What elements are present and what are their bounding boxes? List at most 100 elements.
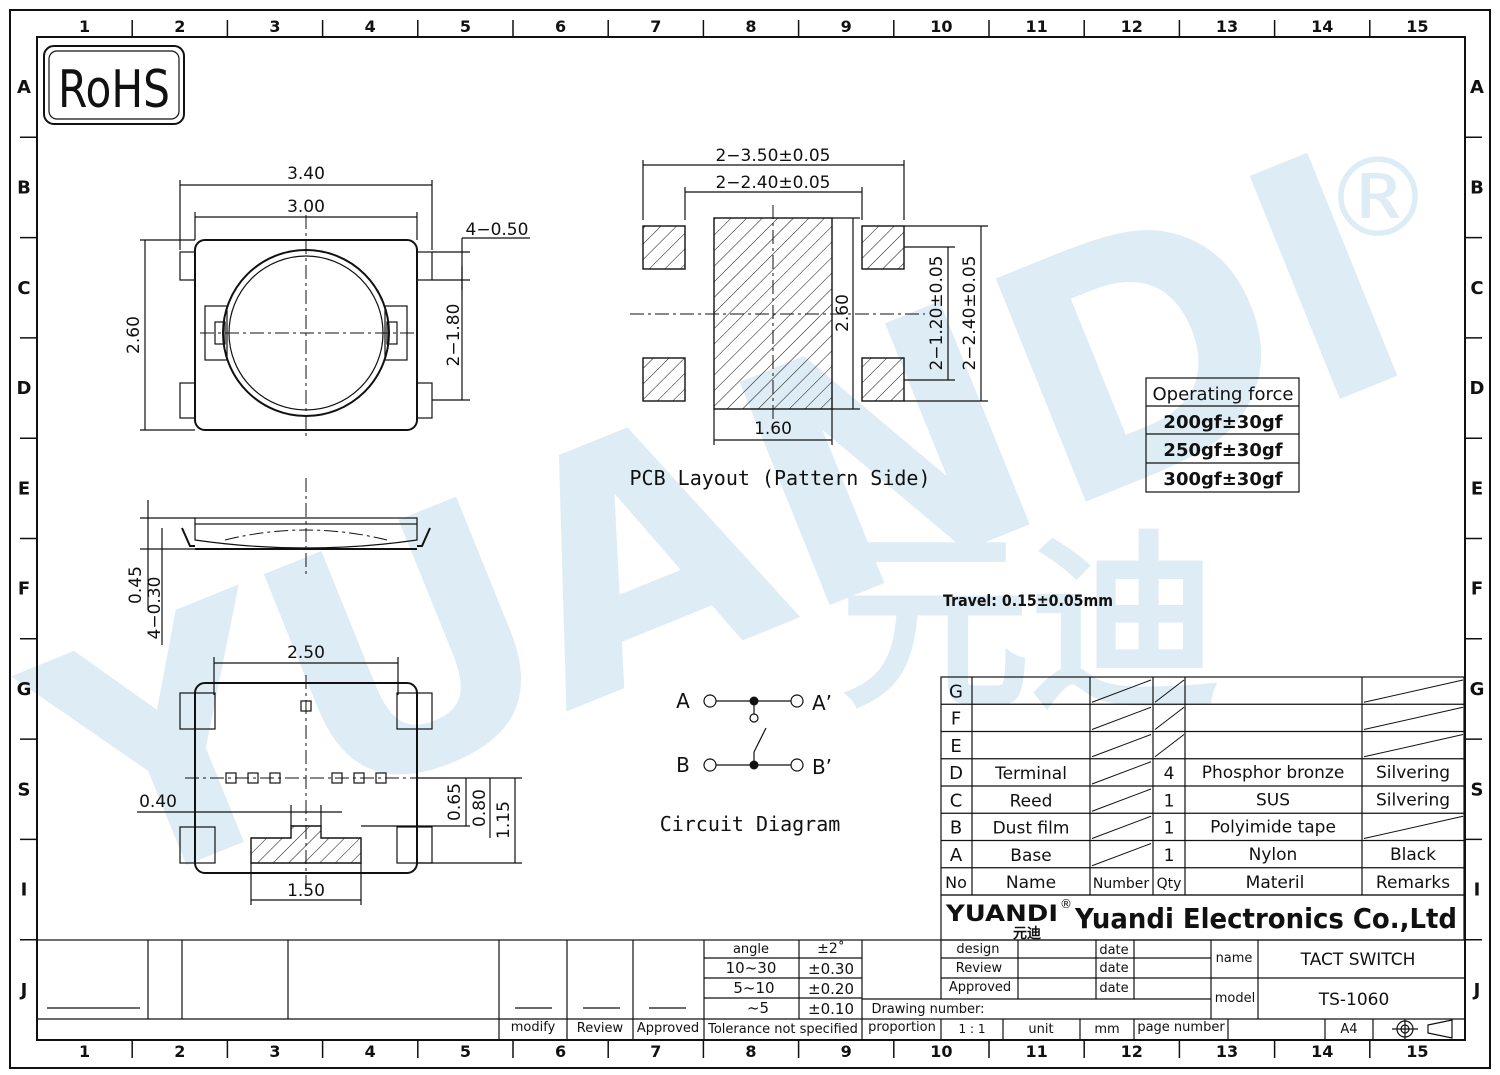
circuit-a2: A’ xyxy=(812,691,832,715)
zone-col-7-bottom: 7 xyxy=(650,1042,661,1061)
unit-label: unit xyxy=(1028,1022,1053,1037)
side-view: 0.45 4−0.30 xyxy=(126,478,431,645)
zone-col-3-top: 3 xyxy=(269,17,280,36)
zone-row-S-right: S xyxy=(1471,779,1484,800)
company-logo: YUANDI xyxy=(945,902,1058,927)
projection-symbol-icon xyxy=(1392,1019,1453,1039)
zone-row-G-right: G xyxy=(1470,679,1485,700)
bom-material: SUS xyxy=(1256,790,1290,810)
pcb-layout: 2−3.50±0.05 2−2.40±0.05 1.60 2.60 2−1.20… xyxy=(629,146,988,490)
tol-5-10-value: ±0.20 xyxy=(808,980,854,998)
dim-side-height: 0.45 xyxy=(126,566,146,604)
dim-bottom-v3: 1.15 xyxy=(494,801,514,839)
model-label: model xyxy=(1215,991,1255,1006)
tol-label: Tolerance not specified xyxy=(707,1022,858,1037)
bom-no: C xyxy=(950,790,963,811)
dim-top-pitch: 2−1.80 xyxy=(444,304,464,367)
bom-name: Dust film xyxy=(993,819,1070,839)
company-logo-reg: ® xyxy=(1060,897,1072,911)
circuit-a: A xyxy=(676,689,690,713)
dim-pcb-inner: 2−2.40±0.05 xyxy=(715,173,830,193)
dim-side-terminal: 4−0.30 xyxy=(145,577,165,640)
zone-col-6-bottom: 6 xyxy=(555,1042,566,1061)
zone-col-5-top: 5 xyxy=(460,17,471,36)
zone-col-1-top: 1 xyxy=(79,17,90,36)
zone-row-B-left: B xyxy=(17,177,31,198)
dim-bottom-v2: 0.80 xyxy=(470,789,490,827)
zone-row-E-right: E xyxy=(1471,478,1483,499)
page-number-label: page number xyxy=(1137,1020,1225,1035)
bom-name: Reed xyxy=(1010,791,1053,811)
circuit-caption: Circuit Diagram xyxy=(660,812,841,836)
zone-row-D-right: D xyxy=(1470,378,1485,399)
scale-value: 1 : 1 xyxy=(959,1022,986,1036)
dim-pcb-center-w: 1.60 xyxy=(754,419,792,439)
dim-pcb-pad-pitch: 2−1.20±0.05 xyxy=(927,255,947,370)
tol-5-value: ±0.10 xyxy=(808,1000,854,1018)
zone-row-I-right: I xyxy=(1474,880,1481,901)
top-view: 3.40 3.00 2.60 4−0.50 2−1.80 xyxy=(124,164,530,440)
bom-no: B xyxy=(950,818,962,839)
tol-angle-value: ±2˚ xyxy=(817,940,845,957)
dim-bottom-width: 1.50 xyxy=(287,881,325,901)
zone-row-E-left: E xyxy=(18,478,30,499)
title-block: modify Review Approved angle ±2˚ 10~30 ±… xyxy=(36,939,1466,1041)
tol-5-10: 5~10 xyxy=(733,979,774,997)
zone-col-10-top: 10 xyxy=(930,17,952,36)
zone-row-G-left: G xyxy=(17,679,32,700)
bom-remarks: Silvering xyxy=(1376,763,1450,783)
rohs-label: RoHS xyxy=(58,60,170,120)
zone-col-13-top: 13 xyxy=(1216,17,1238,36)
bom-no: D xyxy=(949,763,963,784)
signoff-date-1: date xyxy=(1099,943,1128,958)
zone-row-A-right: A xyxy=(1470,77,1484,98)
bom-no: E xyxy=(950,736,961,757)
zone-col-2-bottom: 2 xyxy=(174,1042,185,1061)
bom-header-name: Name xyxy=(1006,873,1056,893)
tol-10-30-value: ±0.30 xyxy=(808,960,854,978)
dim-pcb-total-h: 2−2.40±0.05 xyxy=(960,255,980,370)
bom-remarks: Silvering xyxy=(1376,790,1450,810)
bom-qty: 1 xyxy=(1164,819,1175,839)
revision-modify: modify xyxy=(511,1020,556,1035)
bom-material: Nylon xyxy=(1249,845,1298,865)
circuit-diagram: A A’ B B’ Circuit Diagram xyxy=(660,689,841,836)
signoff-approved: Approved xyxy=(949,980,1011,995)
bom-no: A xyxy=(950,845,963,866)
zone-col-14-bottom: 14 xyxy=(1311,1042,1333,1061)
zone-row-B-right: B xyxy=(1470,177,1484,198)
zone-row-J-left: J xyxy=(19,980,28,1001)
zone-col-3-bottom: 3 xyxy=(269,1042,280,1061)
bom-name: Terminal xyxy=(994,764,1067,784)
watermark: YUANDI 元迪 ® xyxy=(0,81,1455,973)
circuit-b: B xyxy=(676,753,690,777)
bom-material: Phosphor bronze xyxy=(1202,763,1345,783)
dim-bottom-v1: 0.65 xyxy=(445,783,465,821)
operating-force-200: 200gf±30gf xyxy=(1163,412,1282,433)
travel-spec: Travel: 0.15±0.05mm xyxy=(943,591,1113,610)
zone-col-7-top: 7 xyxy=(650,17,661,36)
bom-qty: 4 xyxy=(1164,764,1175,784)
dim-bottom-top: 2.50 xyxy=(287,643,325,663)
zone-col-9-bottom: 9 xyxy=(841,1042,852,1061)
outer-frame xyxy=(9,9,1491,1069)
dim-pcb-center-h: 2.60 xyxy=(833,294,853,332)
zone-col-4-top: 4 xyxy=(365,17,376,36)
signoff-date-2: date xyxy=(1099,961,1128,976)
tol-angle: angle xyxy=(733,942,769,957)
bom-header-number: Number xyxy=(1093,876,1149,892)
model-value: TS-1060 xyxy=(1318,990,1390,1010)
zone-col-2-top: 2 xyxy=(174,17,185,36)
name-value: TACT SWITCH xyxy=(1300,950,1416,970)
zone-col-14-top: 14 xyxy=(1311,17,1333,36)
zone-row-F-right: F xyxy=(1471,579,1483,600)
zone-col-1-bottom: 1 xyxy=(79,1042,90,1061)
zone-row-I-left: I xyxy=(21,880,28,901)
circuit-b2: B’ xyxy=(812,755,832,779)
zone-row-D-left: D xyxy=(17,378,32,399)
company-logo-cn: 元迪 xyxy=(1013,925,1041,942)
revision-review: Review xyxy=(577,1021,624,1036)
zone-col-12-top: 12 xyxy=(1121,17,1143,36)
zone-col-5-bottom: 5 xyxy=(460,1042,471,1061)
